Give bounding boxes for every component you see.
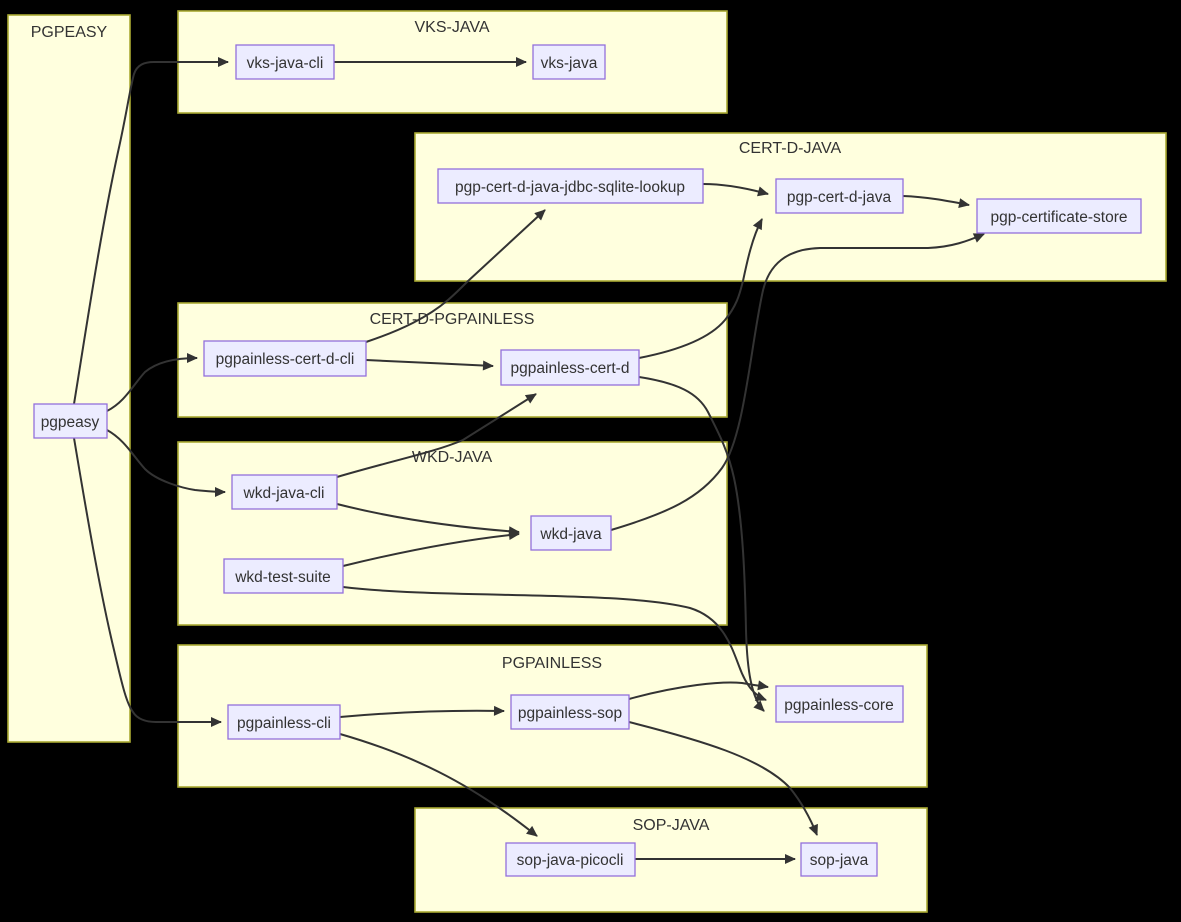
edge-wkd-test-suite-to-wkd-java [342,530,520,567]
node-wkd-java-cli-label: wkd-java-cli [243,485,325,502]
cluster-cert-d-pgpainless-label: CERT-D-PGPAINLESS [370,311,535,328]
cluster-pgpeasy: PGPEASY [7,14,131,743]
node-sop-java-picocli-label: sop-java-picocli [517,852,624,869]
node-vks-java-label: vks-java [541,55,598,72]
edge-pgpainless-sop-to-sop-java [628,721,818,836]
edge-wkd-java-cli-to-wkd-java [336,503,520,537]
node-pgpainless-sop: pgpainless-sop [510,694,630,730]
cluster-sop-java-label: SOP-JAVA [633,817,710,834]
edge-pgpainless-cli-to-sop-java-picocli [339,733,538,837]
edge-pgpeasy-to-pgpainless-cli [73,437,222,727]
node-pgpainless-core-label: pgpainless-core [784,697,893,714]
edge-pgpeasy-to-vks-java-cli [73,57,229,405]
node-sop-java: sop-java [800,842,878,877]
edge-pgpeasy-to-pgpainless-cert-d-cli [106,353,198,412]
node-pgpeasy-label: pgpeasy [41,414,100,431]
cluster-cert-d-java-label: CERT-D-JAVA [739,140,842,157]
node-pgpainless-cli-label: pgpainless-cli [237,715,331,732]
node-pgpainless-sop-label: pgpainless-sop [518,705,622,722]
edge-pgpainless-sop-to-pgpainless-core [628,680,769,700]
node-pgpainless-core: pgpainless-core [775,685,904,723]
node-pgp-certificate-store: pgp-certificate-store [976,198,1142,234]
edge-jdbc-sqlite-lookup-to-pgp-cert-d-java [702,183,769,197]
node-pgpainless-cert-d-label: pgpainless-cert-d [511,360,630,377]
edge-pgpainless-cli-to-pgpainless-sop [339,705,505,718]
cluster-vks-java-label: VKS-JAVA [415,19,490,36]
edge-wkd-java-cli-to-pgpainless-cert-d [336,393,537,478]
cluster-pgpeasy-label: PGPEASY [31,24,108,41]
node-pgpainless-cert-d: pgpainless-cert-d [500,349,640,386]
edge-wkd-test-suite-to-pgpainless-core [342,586,767,701]
edge-pgpainless-cert-d-to-pgp-cert-d-java [638,218,763,359]
node-vks-java-cli-label: vks-java-cli [247,55,324,72]
edge-wkd-java-to-pgp-certificate-store [610,233,985,531]
node-pgpainless-cert-d-cli: pgpainless-cert-d-cli [203,340,367,377]
node-sop-java-picocli: sop-java-picocli [505,842,636,877]
node-pgp-cert-d-java-label: pgp-cert-d-java [787,189,892,206]
node-wkd-test-suite-label: wkd-test-suite [234,569,331,586]
node-wkd-java-label: wkd-java [539,526,602,543]
edge-pgpainless-cert-d-cli-to-jdbc-sqlite-lookup [365,209,546,343]
node-wkd-java: wkd-java [530,515,612,551]
node-pgpeasy: pgpeasy [33,403,108,439]
cluster-wkd-java: WKD-JAVA [177,441,728,626]
edge-pgpainless-cert-d-cli-to-pgpainless-cert-d [365,359,494,371]
node-pgpainless-cert-d-cli-label: pgpainless-cert-d-cli [216,351,355,368]
node-pgp-cert-d-java-jdbc-sqlite-lookup: pgp-cert-d-java-jdbc-sqlite-lookup [437,168,704,204]
node-wkd-test-suite: wkd-test-suite [223,558,344,594]
node-wkd-java-cli: wkd-java-cli [231,474,338,510]
cluster-pgpainless-label: PGPAINLESS [502,655,602,672]
node-vks-java: vks-java [532,44,606,80]
node-pgpainless-cli: pgpainless-cli [227,704,341,740]
cluster-wkd-java-label: WKD-JAVA [412,449,493,466]
node-pgp-certificate-store-label: pgp-certificate-store [991,209,1128,226]
edge-pgp-cert-d-java-to-pgp-certificate-store [902,195,970,209]
node-vks-java-cli: vks-java-cli [235,44,335,80]
edge-pgpainless-cert-d-to-pgpainless-core [638,376,765,712]
edge-pgpeasy-to-wkd-java-cli [106,429,226,497]
node-pgp-cert-d-java: pgp-cert-d-java [775,178,904,214]
node-jdbc-sqlite-lookup-label: pgp-cert-d-java-jdbc-sqlite-lookup [455,179,685,196]
node-sop-java-label: sop-java [810,852,869,869]
